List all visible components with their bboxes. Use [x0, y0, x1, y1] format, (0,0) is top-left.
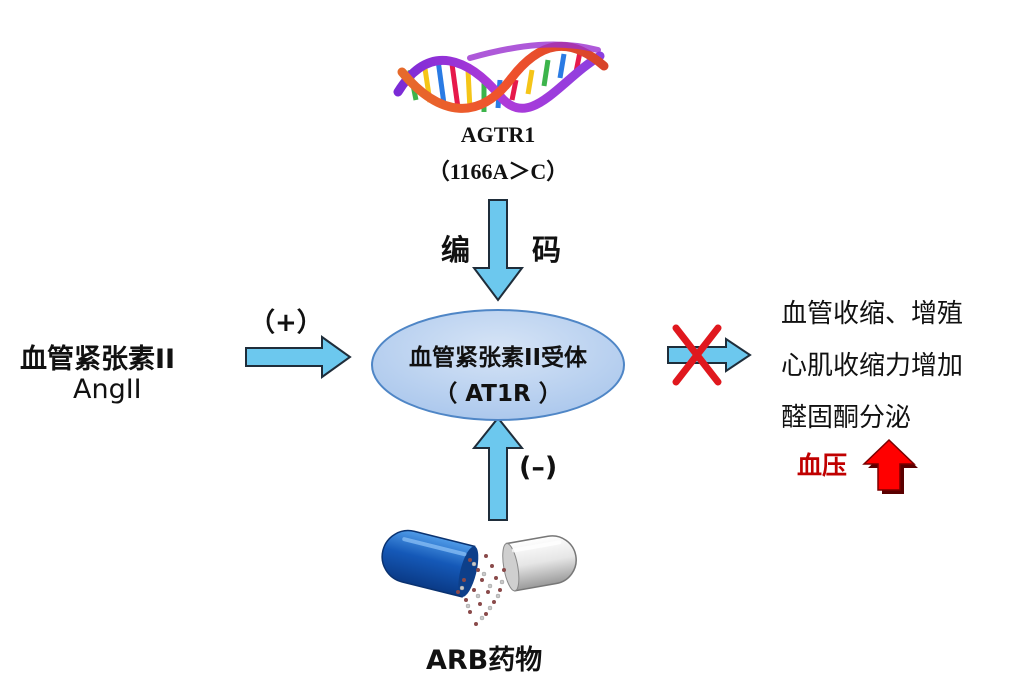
up-arrow-icon	[862, 438, 918, 494]
receptor-name: 血管紧张素II受体	[408, 345, 588, 371]
blood-pressure-label: 血压	[797, 451, 848, 480]
encode-label-right: 码	[532, 233, 562, 267]
encode-arrow	[472, 199, 524, 302]
receptor-abbr: （ AT1R ）	[434, 381, 562, 407]
ligand-name-cn: 血管紧张素II	[20, 344, 176, 375]
ligand-name-en: AngII	[73, 374, 142, 405]
drug-name: ARB药物	[426, 645, 543, 676]
effect-item: 血管收缩、增殖	[781, 299, 964, 329]
plus-sign: （+）	[249, 308, 323, 338]
gene-name: AGTR1	[460, 122, 536, 147]
dna-helix-icon	[393, 41, 609, 113]
effect-item: 心肌收缩力增加	[781, 351, 964, 381]
encode-label-left: 编	[441, 233, 471, 267]
receptor-ellipse	[371, 309, 625, 421]
ligand-arrow	[245, 335, 352, 379]
drug-arrow	[471, 416, 525, 521]
cross-mark-icon	[672, 324, 722, 386]
minus-sign: (–)	[519, 452, 558, 483]
capsule-icon	[381, 529, 577, 626]
effect-item: 醛固酮分泌	[781, 403, 912, 433]
gene-variant: （1166A＞C）	[427, 159, 569, 184]
